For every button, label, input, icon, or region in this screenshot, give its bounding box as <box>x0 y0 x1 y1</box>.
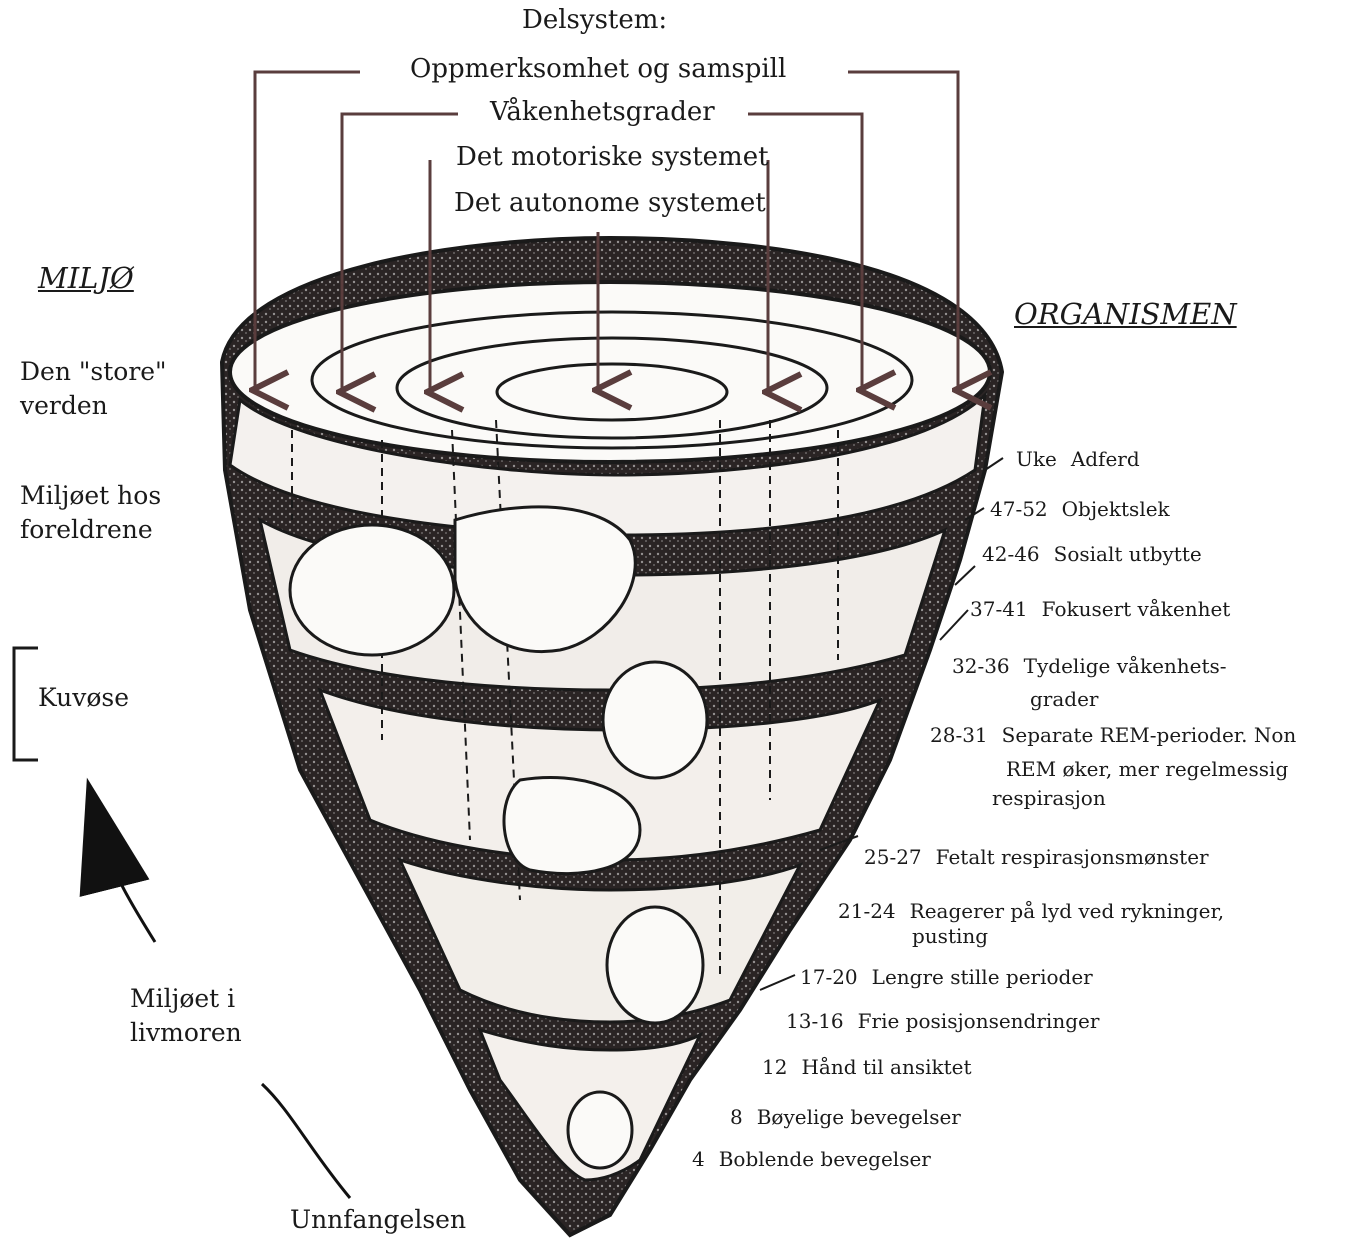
stage-week: 17-20 <box>800 966 858 989</box>
growth-arrow-lower <box>262 1084 350 1198</box>
stage-row: 4 Boblende bevegelser <box>692 1148 931 1171</box>
stage-behavior: Lengre stille perioder <box>872 965 1093 989</box>
stage-week: 28-31 <box>930 724 988 747</box>
label-livmoren-1: Miljøet i <box>130 985 235 1014</box>
stage-row-cont: respirasjon <box>992 787 1106 810</box>
stage-week: 4 <box>692 1148 705 1171</box>
subsystem-oppmerksomhet: Oppmerksomhet og samspill <box>410 55 786 85</box>
subsystem-title: Delsystem: <box>522 6 667 36</box>
stage-week: 25-27 <box>864 846 922 869</box>
stage-week: 47-52 <box>990 498 1048 521</box>
stage-behavior: Hånd til ansiktet <box>801 1055 971 1079</box>
subsystem-autonome: Det autonome systemet <box>454 189 766 219</box>
stage-row: 42-46 Sosialt utbytte <box>982 543 1202 566</box>
label-foreldrene-2: foreldrene <box>20 516 153 545</box>
subsystem-motoriske: Det motoriske systemet <box>456 143 769 173</box>
label-unnfangelsen: Unnfangelsen <box>290 1206 466 1235</box>
heading-miljo: MILJØ <box>38 262 134 295</box>
label-store-verden-1: Den "store" <box>20 358 167 387</box>
stage-row: 12 Hånd til ansiktet <box>762 1056 972 1079</box>
stage-row: 47-52 Objektslek <box>990 498 1170 521</box>
stage-week: 21-24 <box>838 900 896 923</box>
column-headers: Uke Adferd <box>1016 448 1140 471</box>
stage-row: 8 Bøyelige bevegelser <box>730 1106 961 1129</box>
stage-row: 21-24 Reagerer på lyd ved rykninger, <box>838 900 1224 923</box>
stage-row: 17-20 Lengre stille perioder <box>800 966 1093 989</box>
stage-week: 8 <box>730 1106 743 1129</box>
stage-behavior: Objektslek <box>1062 497 1170 521</box>
label-store-verden-2: verden <box>20 392 108 421</box>
label-foreldrene-1: Miljøet hos <box>20 482 161 511</box>
stage-row: 32-36 Tydelige våkenhets- <box>952 655 1227 678</box>
incubator-bracket <box>14 648 38 760</box>
stage-row: 28-31 Separate REM-perioder. Non <box>930 724 1296 747</box>
cone <box>222 238 1002 1235</box>
col-adferd: Adferd <box>1071 447 1140 471</box>
stage-row: 25-27 Fetalt respirasjonsmønster <box>864 846 1209 869</box>
ring-outer <box>230 282 990 462</box>
stage-row-cont: pusting <box>912 925 988 948</box>
stage-row: 13-16 Frie posisjonsendringer <box>786 1010 1099 1033</box>
label-livmoren-2: livmoren <box>130 1019 242 1048</box>
heading-organismen: ORGANISMEN <box>1014 298 1237 331</box>
stage-week: 12 <box>762 1056 787 1079</box>
stage-behavior: Tydelige våkenhets- <box>1024 654 1227 678</box>
label-kuvose: Kuvøse <box>38 684 129 713</box>
stage-week: 32-36 <box>952 655 1010 678</box>
stage-row: 37-41 Fokusert våkenhet <box>970 598 1230 621</box>
col-uke: Uke <box>1016 448 1057 471</box>
stage-behavior: Frie posisjonsendringer <box>858 1009 1100 1033</box>
stage-week: 37-41 <box>970 598 1028 621</box>
stage-behavior: Reagerer på lyd ved rykninger, <box>910 899 1225 923</box>
stage-week: 13-16 <box>786 1010 844 1033</box>
stage-row-cont: REM øker, mer regelmessig <box>1006 758 1288 781</box>
stage-behavior: Fokusert våkenhet <box>1042 597 1231 621</box>
growth-arrow-upper <box>100 830 155 942</box>
subsystem-vakenhetsgrader: Våkenhetsgrader <box>490 98 715 128</box>
stage-behavior: Boblende bevegelser <box>719 1147 931 1171</box>
stage-behavior: Fetalt respirasjonsmønster <box>936 845 1209 869</box>
stage-behavior: Sosialt utbytte <box>1054 542 1202 566</box>
stage-row-cont: grader <box>1030 688 1099 711</box>
stage-behavior: Bøyelige bevegelser <box>757 1105 961 1129</box>
stage-behavior: Separate REM-perioder. Non <box>1002 723 1297 747</box>
stage-week: 42-46 <box>982 543 1040 566</box>
